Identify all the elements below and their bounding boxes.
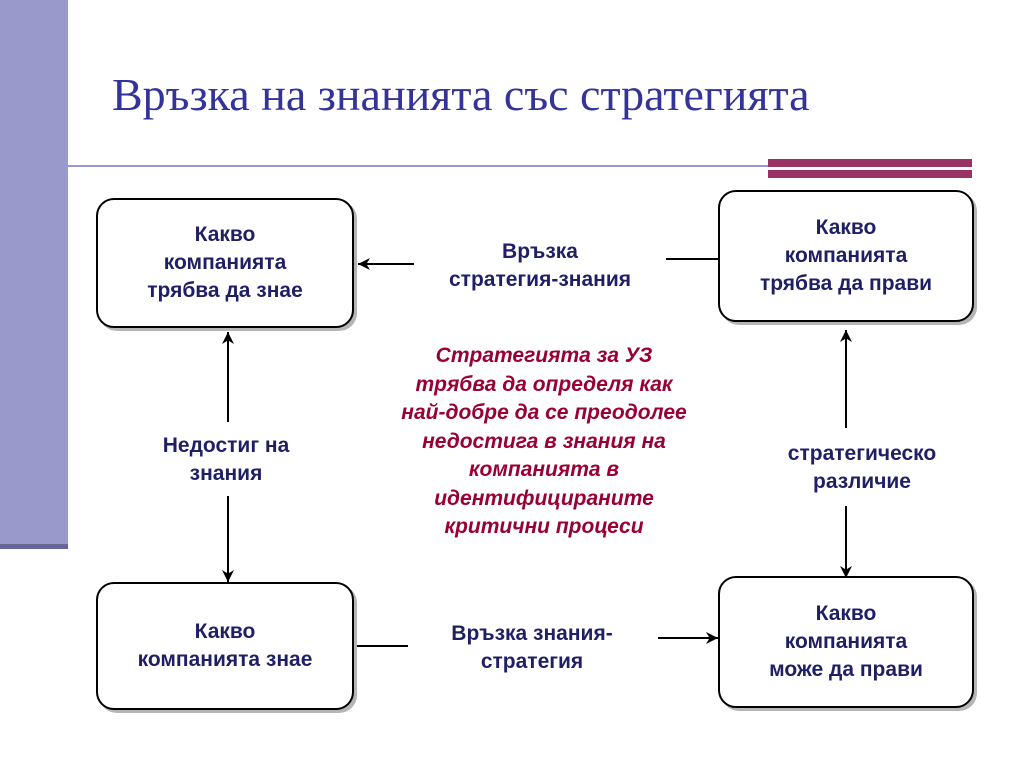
label-knowledge-gap: Недостиг на знания [162, 434, 290, 485]
slide-title: Връзка на знанията със стратегията [112, 69, 810, 120]
node-can-do: Какво компанията може да прави [718, 576, 974, 708]
node-must-know: Какво компанията трябва да знае [96, 198, 354, 328]
center-note: Стратегията за УЗ трябва да определя как… [401, 344, 687, 538]
label-knowledge-strategy-link: Връзка знания- стратегия [451, 622, 613, 673]
title-rule [44, 165, 804, 167]
sidebar-shadow [0, 544, 68, 549]
label-strategic-gap: стратегическо различие [787, 442, 937, 493]
title-rule-accent-bottom [768, 170, 972, 178]
label-strategy-knowledge-link: Връзка стратегия-знания [449, 240, 631, 291]
sidebar-decoration [0, 0, 68, 546]
node-knows: Какво компанията знае [96, 582, 354, 710]
node-must-do: Какво компанията трябва да прави [718, 190, 974, 322]
title-rule-accent-top [768, 159, 972, 167]
